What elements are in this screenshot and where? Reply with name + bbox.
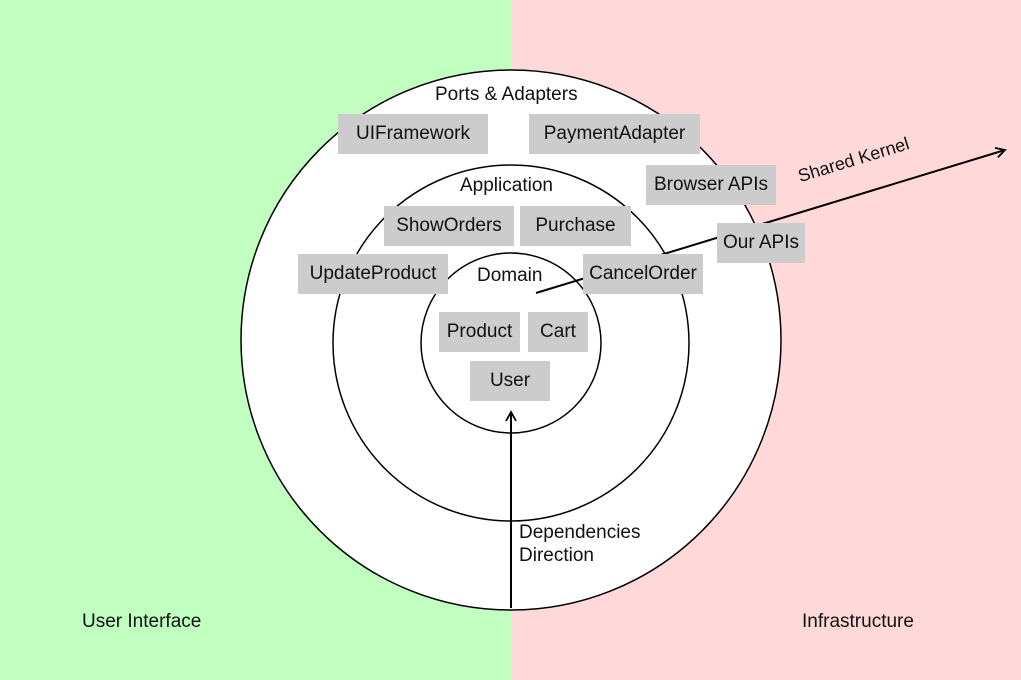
cart-box: Cart	[528, 312, 588, 352]
update-product-box: UpdateProduct	[298, 254, 448, 294]
user-box: User	[470, 361, 550, 401]
user-interface-label: User Interface	[82, 611, 202, 632]
ports-adapters-title: Ports & Adapters	[435, 84, 578, 105]
uiframework-box: UIFramework	[338, 114, 488, 154]
show-orders-box: ShowOrders	[384, 206, 514, 246]
payment-adapter-box: PaymentAdapter	[529, 114, 700, 154]
our-apis-box: Our APIs	[717, 223, 805, 263]
infrastructure-label: Infrastructure	[802, 611, 914, 632]
domain-title: Domain	[477, 265, 543, 286]
purchase-box: Purchase	[520, 206, 631, 246]
browser-apis-box: Browser APIs	[646, 165, 776, 205]
cancel-order-box: CancelOrder	[583, 254, 703, 294]
product-box: Product	[439, 312, 520, 352]
application-title: Application	[460, 175, 553, 196]
dependencies-label-line2: Direction	[519, 545, 594, 566]
dependencies-label-line1: Dependencies	[519, 522, 641, 543]
